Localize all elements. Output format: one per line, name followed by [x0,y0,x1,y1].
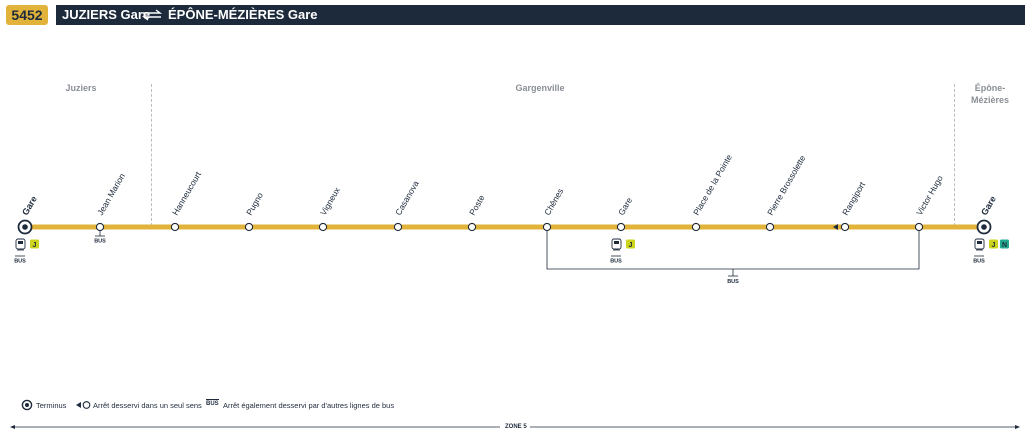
bus-icon: BUS [14,259,26,265]
stop-marker [318,222,328,232]
stop-label: Vigneux [318,185,342,217]
stop-label: Gare [20,194,39,217]
commune-gargenville: Gargenville [515,83,565,93]
service-badge-j [989,239,998,249]
stop-marker [840,222,850,232]
service-badge-label: J [629,242,633,249]
bus-icon: BUS [610,259,622,265]
legend-terminus: Terminus [36,401,67,410]
one-way-arrow-icon [833,224,838,230]
stop-label: Rangiport [840,180,867,217]
legend-one-way: Arrêt desservi dans un seul sens [93,401,202,410]
bus-icon: BUS [973,259,985,265]
route-origin: JUZIERS Gare [62,7,151,22]
stop-label: Gare [616,195,634,217]
terminus-dot [22,224,28,230]
stop-marker [914,222,924,232]
stop-label: Chênes [542,187,565,217]
service-badge-j [626,239,635,249]
zone-bar [10,423,1020,431]
stop-label: Victor Hugo [914,173,945,217]
zone-label: ZONE 5 [505,424,527,430]
stop-label: Poste [467,193,487,217]
legend-bus: Arrêt également desservi par d'autres li… [223,401,395,410]
one-way-stop-icon [76,401,91,409]
stop-marker [467,222,477,232]
bidirectional-arrow-icon [141,9,163,21]
line-number-badge: 5452 [6,5,48,25]
stop-marker [616,222,626,232]
terminus-icon [21,399,33,411]
stop-label: Casanova [393,179,421,217]
commune-juziers: Juziers [65,83,97,93]
commune-divider [954,84,955,226]
bus-icon: BUS [206,399,219,407]
commune-divider [151,84,152,226]
terminus-dot [981,224,987,230]
stop-label: Gare [979,194,998,217]
stop-label: Pierre Brossolette [765,153,808,217]
stop-label: Jean Marion [95,171,127,217]
stop-marker [765,222,775,232]
stop-marker [95,222,105,232]
stop-marker [691,222,701,232]
train-icon-window [18,241,23,244]
service-badge-label: J [992,242,996,249]
branch-bracket [546,227,920,270]
commune-epone-mezieres: Épône- Mézières [970,83,1010,105]
stop-marker [244,222,254,232]
service-badge-label: N [1002,242,1007,249]
stop-marker [170,222,180,232]
service-badge-label: J [33,242,37,249]
service-badge-n [1000,239,1009,249]
bus-icon: BUS [94,239,106,245]
stop-label: Hanneucourt [170,169,203,217]
route-destination: ÉPÔNE-MÉZIÈRES Gare [168,7,318,22]
train-icon-window [614,241,619,244]
stop-marker [393,222,403,232]
stop-label: Pugno [244,190,265,217]
branch-bus-label: BUS [727,279,739,285]
stop-label: Place de la Pointe [691,152,734,217]
service-badge-j [30,239,39,249]
route-header: JUZIERS Gare ÉPÔNE-MÉZIÈRES Gare [56,5,1025,25]
stop-marker [542,222,552,232]
train-icon-window [977,241,982,244]
